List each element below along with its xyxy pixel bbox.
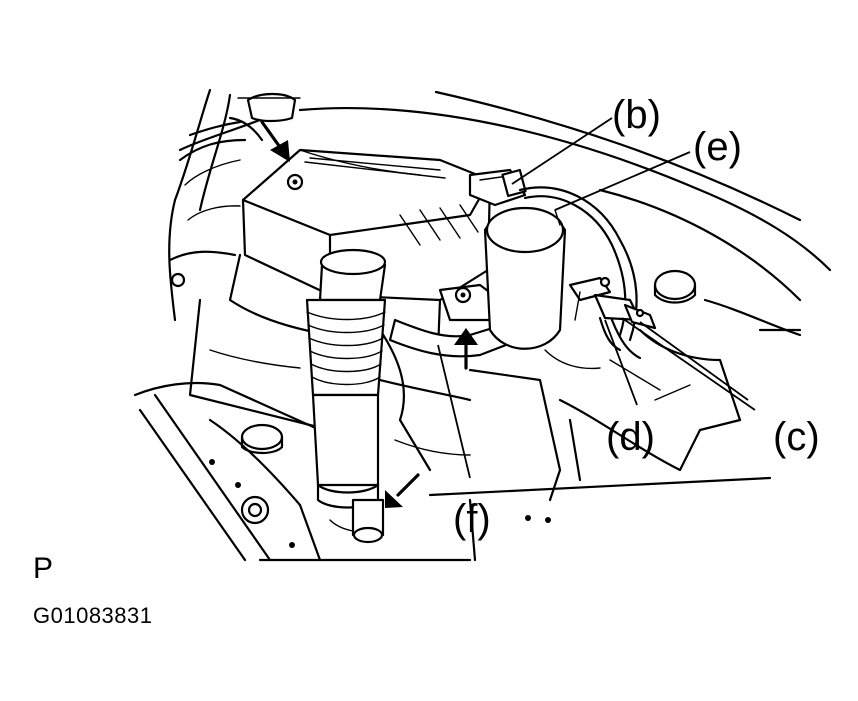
left-frame	[168, 88, 267, 322]
battery-cable	[178, 92, 301, 162]
callout-c: (c)	[773, 415, 820, 459]
figure-code: G01083831	[33, 603, 153, 628]
removal-arrow-top	[260, 120, 290, 162]
callout-d: (d)	[606, 415, 655, 459]
connector-cluster	[568, 276, 657, 360]
callout-b: (b)	[612, 93, 661, 137]
removal-arrow-hose	[454, 328, 478, 370]
intake-hose	[305, 248, 387, 544]
callout-e: (e)	[693, 125, 742, 169]
callout-f: (f)	[453, 497, 491, 541]
lower-frame	[133, 381, 772, 562]
leader-lines	[437, 117, 756, 479]
view-mark: P	[33, 552, 54, 585]
removal-arrow-bottom	[385, 473, 420, 508]
fender-lines	[298, 90, 832, 337]
throttle-body	[468, 168, 638, 370]
